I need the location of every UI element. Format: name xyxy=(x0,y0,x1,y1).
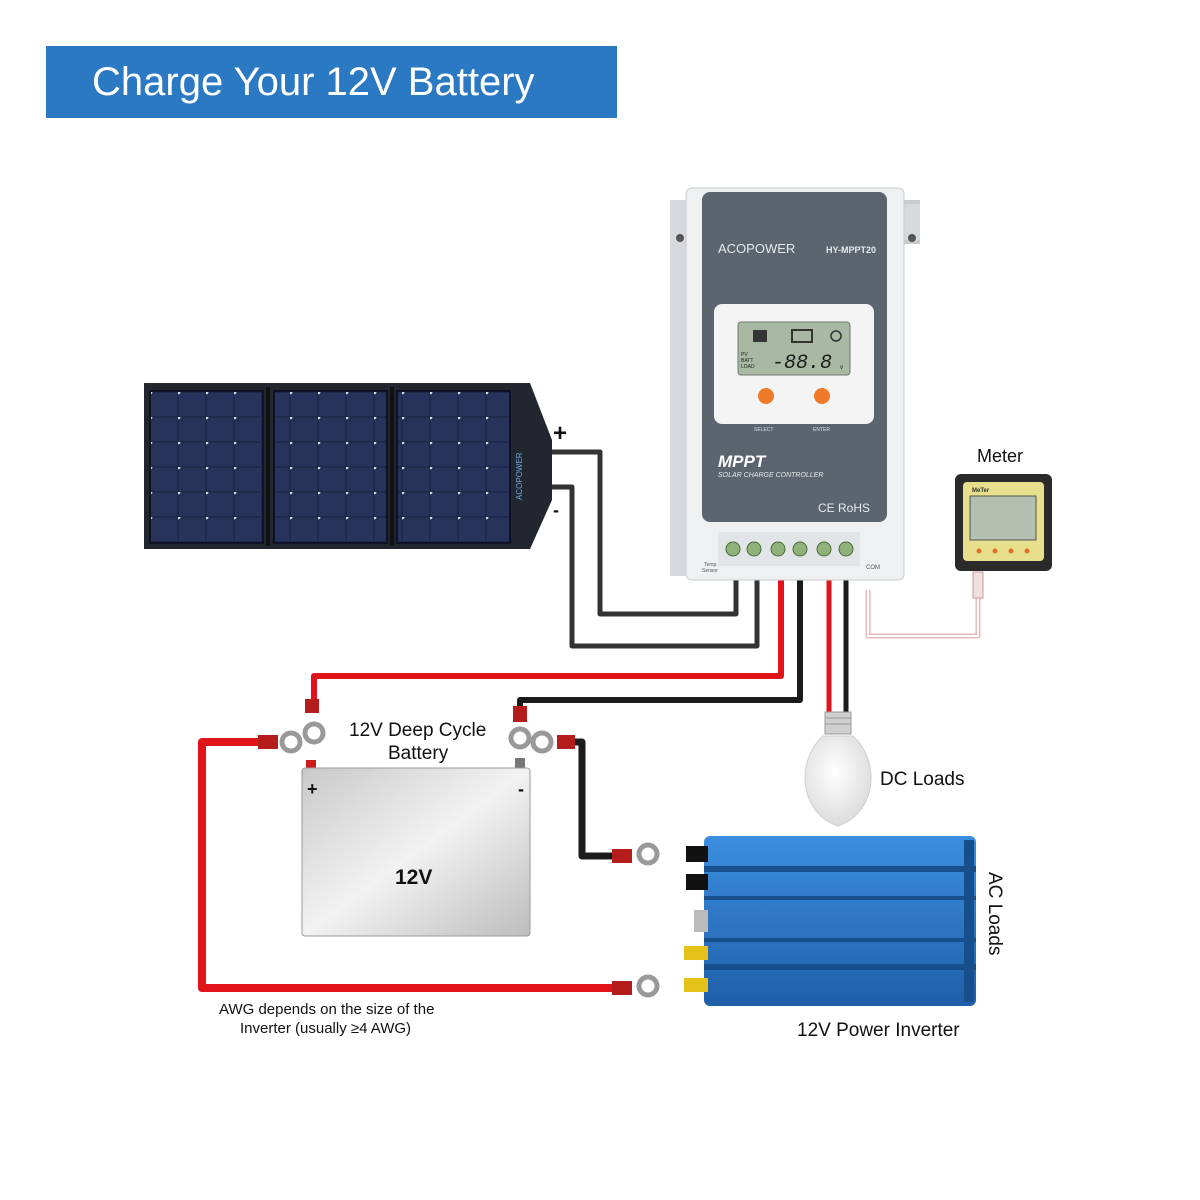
com-label: COM xyxy=(866,565,880,571)
select-button xyxy=(758,388,774,404)
cert-label: CE RoHS xyxy=(818,501,870,515)
lcd-side-pv: PV xyxy=(741,352,748,358)
meter-cable xyxy=(865,590,981,639)
enter-button xyxy=(814,388,830,404)
terminal-pv-neg xyxy=(746,541,762,557)
awg-note-line-2: Inverter (usually ≥4 AWG) xyxy=(240,1020,411,1037)
page-title: Charge Your 12V Battery xyxy=(92,60,535,104)
panel-minus-sign: - xyxy=(553,500,559,520)
battery-plus-sign: + xyxy=(307,779,318,799)
controller-model: HY-MPPT20 xyxy=(826,245,876,255)
remote-meter: MeTer xyxy=(955,474,1052,599)
wires xyxy=(198,449,981,992)
battery-negative-wire xyxy=(517,575,803,710)
battery-positive-wire xyxy=(311,575,784,706)
battery-face-label: 12V xyxy=(395,866,432,889)
panel-negative-wire xyxy=(549,484,760,649)
panel-positive-wire xyxy=(549,449,739,617)
charge-controller: ACOPOWER HY-MPPT20 PV BATT LOAD -88.8 v … xyxy=(670,187,920,581)
dc-loads-label: DC Loads xyxy=(880,769,965,790)
panel-brand: ACOPOWER xyxy=(515,452,524,500)
ring-terminals xyxy=(258,699,660,998)
controller-brand: ACOPOWER xyxy=(718,241,795,256)
terminal-batt-pos xyxy=(770,541,786,557)
inverter-positive-wire xyxy=(198,738,624,992)
lcd-unit: v xyxy=(840,365,843,371)
inverter-negative-wire xyxy=(560,738,624,860)
temp-sensor-label: Temp. xyxy=(704,562,718,568)
meter-label: Meter xyxy=(977,446,1023,466)
enter-label: ENTER xyxy=(813,427,830,433)
temp-sensor-label-2: Sensor xyxy=(702,568,718,574)
terminal-pv-pos xyxy=(725,541,741,557)
power-inverter xyxy=(684,836,976,1006)
terminal-batt-neg xyxy=(792,541,808,557)
awg-note-line-1: AWG depends on the size of the xyxy=(219,1001,434,1018)
meter-brand: MeTer xyxy=(972,488,990,494)
terminal-load-neg xyxy=(838,541,854,557)
battery: 12V + - xyxy=(301,758,531,937)
lcd-readout: -88.8 xyxy=(772,352,832,375)
select-label: SELECT xyxy=(754,427,773,433)
battery-minus-sign: - xyxy=(518,779,524,799)
lcd-side-batt: BATT xyxy=(741,358,753,364)
dc-load-bulb xyxy=(804,711,872,827)
battery-name-line-1: 12V Deep Cycle xyxy=(349,720,486,741)
battery-name-line-2: Battery xyxy=(388,743,449,764)
solar-panel: ACOPOWER xyxy=(144,383,552,549)
title-banner: Charge Your 12V Battery xyxy=(46,46,617,118)
terminal-load-pos xyxy=(816,541,832,557)
controller-subtitle: SOLAR CHARGE CONTROLLER xyxy=(718,472,823,479)
inverter-label: 12V Power Inverter xyxy=(797,1020,960,1041)
mppt-label: MPPT xyxy=(718,452,767,471)
ac-loads-label: AC Loads xyxy=(984,872,1005,955)
lcd-side-load: LOAD xyxy=(741,364,755,370)
panel-plus-sign: + xyxy=(553,420,567,447)
